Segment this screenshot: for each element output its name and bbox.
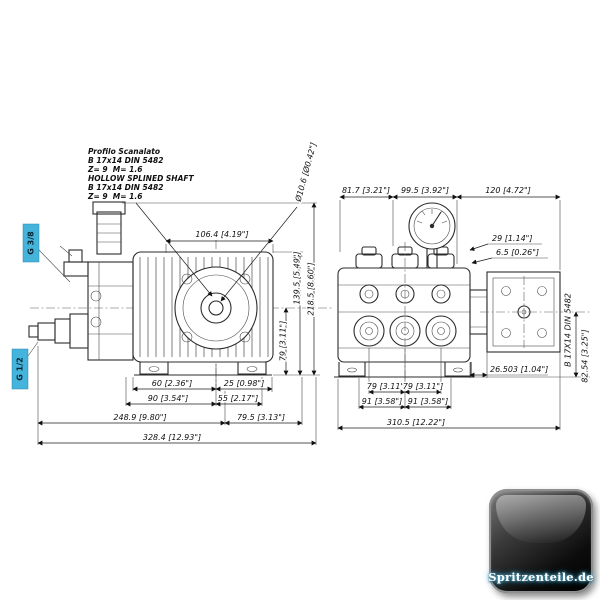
port-label-g38: G 3/8 (22, 223, 71, 283)
mounting-feet-side (134, 362, 272, 376)
relief-valve (59, 245, 89, 277)
dim-height-body: 139.5 [5.49"] (293, 251, 302, 304)
extension-lines-side (37, 202, 320, 445)
front-view (334, 202, 592, 392)
flange-spline-label: B 17X14 DIN 5482 (564, 293, 573, 367)
logo-text: Spritzenteile.de (488, 570, 594, 584)
spline-note-line2: B 17x14 DIN 5482 (88, 156, 163, 165)
dim-99-5: 99.5 [3.92"] (401, 186, 449, 195)
dim-60: 60 [2.36"] (152, 379, 192, 388)
extension-lines-front (337, 200, 590, 430)
port-label-g12: G 1/2 (11, 341, 39, 390)
dim-91-left: 91 [3.58"] (362, 397, 402, 406)
dim-29: 29 [1.14"] (492, 234, 532, 243)
dim-26-503: 26.503 [1.04"] (490, 365, 548, 374)
spline-note: Profilo Scanalato B 17x14 DIN 5482 Z= 9 … (87, 147, 213, 297)
front-view-dimensions: 81.7 [3.21"] 99.5 [3.92"] 120 [4.72"] 29… (337, 185, 591, 431)
dim-79-left: 79 [3.11"] (367, 382, 407, 391)
spline-note-line4: HOLLOW SPLINED SHAFT (88, 174, 195, 183)
dim-79-right: 79 [3.11"] (403, 382, 443, 391)
dim-120: 120 [4.72"] (485, 186, 531, 195)
pressure-gauge (408, 202, 456, 250)
dim-248-9: 248.9 [9.80"] (113, 413, 166, 422)
dim-82-54: 82.54 [3.25"] (581, 329, 590, 382)
dim-91-right: 91 [3.58"] (408, 397, 448, 406)
shaft-dia-leader (220, 206, 298, 302)
dim-height-shaft: 79 [3.11"] (279, 321, 288, 361)
dim-79-5: 79.5 [3.13"] (237, 413, 285, 422)
front-body (337, 267, 471, 363)
inlet-fitting (28, 313, 89, 349)
dim-90: 90 [3.54"] (148, 394, 188, 403)
spline-note-line6: Z= 9 M= 1.6 (87, 192, 142, 201)
spline-note-line1: Profilo Scanalato (88, 147, 160, 156)
port-top-label: G 3/8 (27, 231, 36, 255)
oil-filler (92, 201, 126, 255)
spritzenteile-logo: Spritzenteile.de (488, 489, 594, 593)
gauge-needle (431, 211, 442, 227)
dim-55: 55 [2.17"] (218, 394, 258, 403)
dim-310-5: 310.5 [12.22"] (387, 418, 445, 427)
spline-note-line5: B 17x14 DIN 5482 (88, 183, 163, 192)
mounting-feet-front (334, 362, 474, 378)
bearing-cover (174, 266, 258, 350)
spline-note-line3: Z= 9 M= 1.6 (87, 165, 142, 174)
dim-6-5: 6.5 [0.26"] (496, 248, 539, 257)
dim-height-total: 218.5 [8.60"] (307, 262, 316, 315)
dim-25: 25 [0.98"] (224, 379, 264, 388)
dim-shaft-diameter: Ø10.6 [Ø0.42"] (293, 141, 319, 203)
port-bottom-label: G 1/2 (16, 357, 25, 380)
dim-total-length: 328.4 [12.93"] (143, 433, 201, 442)
pump-head (87, 261, 134, 361)
spline-note-leader (135, 202, 213, 297)
hollow-shaft-bore (208, 300, 224, 316)
dim-top-width: 106.4 [4.19"] (195, 230, 248, 239)
logo-gloss (496, 495, 586, 543)
dim-81-7: 81.7 [3.21"] (342, 186, 390, 195)
